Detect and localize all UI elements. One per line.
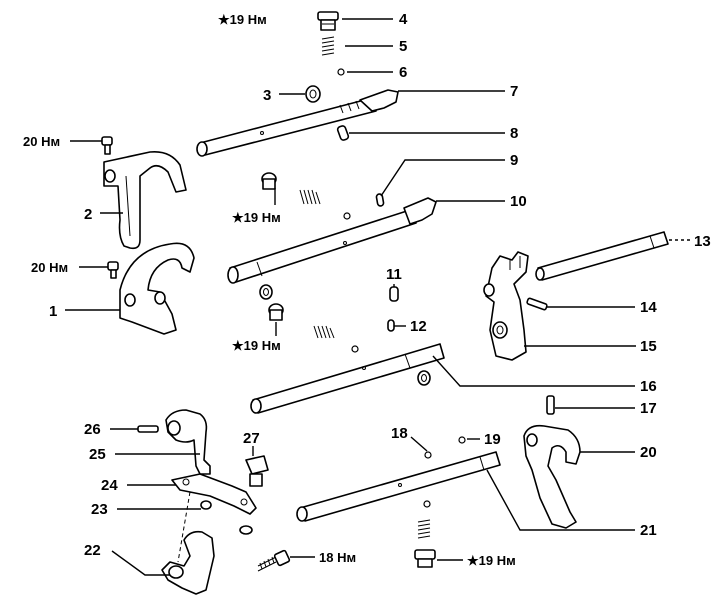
torque-label-plug-bottom: ★19 Нм	[467, 553, 516, 568]
part-spring-bottom	[417, 519, 431, 539]
callout-5: 5	[399, 38, 407, 55]
part-19-ball	[458, 436, 466, 444]
alignment-line	[177, 491, 191, 563]
callout-20: 20	[640, 444, 657, 461]
callout-12: 12	[410, 318, 427, 335]
callout-22: 22	[84, 542, 101, 559]
part-16-shift-rail	[250, 343, 445, 414]
torque-label-bolt-bottom: 18 Нм	[319, 550, 356, 565]
part-5-spring	[321, 36, 335, 56]
callout-numbers: 1 2 3 4 5 6 7 8 9 10 11 12 13 14 15 16 1…	[49, 11, 711, 559]
callout-6: 6	[399, 64, 407, 81]
callout-24: 24	[101, 477, 118, 494]
callout-9: 9	[510, 152, 518, 169]
part-11-pin	[389, 286, 399, 302]
part-25-lever	[165, 409, 211, 475]
part-14-pin	[526, 297, 548, 311]
part-3-circlip	[305, 85, 321, 103]
callout-15: 15	[640, 338, 657, 355]
part-spring-upper	[299, 189, 321, 205]
callout-16: 16	[640, 378, 657, 395]
part-24-plate	[171, 473, 257, 515]
callout-25: 25	[89, 446, 106, 463]
callout-7: 7	[510, 83, 518, 100]
part-circlip-16	[417, 370, 431, 386]
part-8-pin	[336, 125, 350, 141]
part-6-ball	[337, 68, 345, 76]
callout-8: 8	[510, 125, 518, 142]
callout-19: 19	[484, 431, 501, 448]
part-bolt-18nm	[257, 549, 291, 572]
part-18-ball	[424, 451, 432, 459]
part-23-clip	[200, 500, 253, 535]
callout-18: 18	[391, 425, 408, 442]
part-10-shift-rail	[227, 197, 437, 284]
callout-3: 3	[263, 87, 271, 104]
torque-label-fork2-bolt: 20 Нм	[23, 134, 60, 149]
part-26-pin	[137, 425, 159, 433]
callout-27: 27	[243, 430, 260, 447]
part-22-lever	[161, 530, 215, 595]
callout-4: 4	[399, 11, 408, 28]
part-circlip-mid	[259, 284, 273, 300]
part-17-pin	[546, 395, 555, 415]
callout-11: 11	[386, 266, 402, 283]
part-plug-upper	[261, 172, 277, 190]
part-plug-lower	[268, 303, 284, 321]
torque-label-plug-mid: ★19 Нм	[232, 210, 281, 225]
part-9-pin	[375, 193, 385, 207]
torque-label-plug-top: ★19 Нм	[218, 12, 267, 27]
part-2-shift-fork	[103, 150, 187, 250]
callout-1: 1	[49, 303, 57, 320]
part-7-shift-rail	[196, 89, 399, 157]
torque-label-plug-low: ★19 Нм	[232, 338, 281, 353]
callout-2: 2	[84, 206, 92, 223]
part-fork2-bolt	[101, 136, 113, 155]
part-20-shift-fork	[523, 424, 581, 529]
part-27-block	[245, 455, 269, 487]
callout-17: 17	[640, 400, 657, 417]
part-ball-bottom	[423, 500, 431, 508]
part-1-shift-fork	[119, 242, 195, 335]
part-spring-lower	[313, 325, 335, 339]
part-ball-lower	[351, 345, 359, 353]
callout-26: 26	[84, 421, 101, 438]
callout-10: 10	[510, 193, 527, 210]
part-13-shaft	[535, 231, 669, 281]
part-12-pin	[387, 319, 395, 332]
callout-21: 21	[640, 522, 657, 539]
callout-13: 13	[694, 233, 711, 250]
part-fork1-bolt	[107, 261, 119, 279]
callout-23: 23	[91, 501, 108, 518]
torque-labels: ★19 Нм 20 Нм ★19 Нм 20 Нм ★19 Нм 18 Нм ★…	[23, 12, 516, 568]
torque-label-fork1-bolt: 20 Нм	[31, 260, 68, 275]
callout-14: 14	[640, 299, 657, 316]
leader-lines	[65, 18, 690, 576]
part-15-selector	[483, 251, 529, 361]
part-4-plug-bolt	[317, 11, 339, 31]
part-plug-bottom	[414, 549, 436, 568]
part-21-shift-rail	[296, 451, 501, 522]
part-ball-upper	[343, 212, 351, 220]
